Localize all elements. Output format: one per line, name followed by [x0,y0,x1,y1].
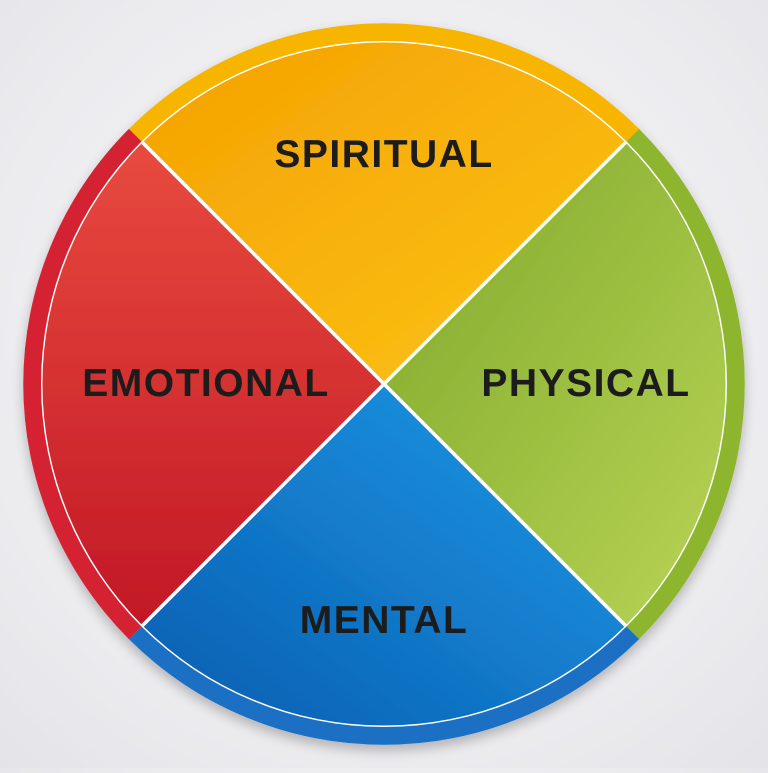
label-spiritual: SPIRITUAL [274,133,493,176]
divider-diagonal-b [141,141,627,627]
segment-emotional [42,142,384,626]
segment-physical [384,142,726,626]
wheel-body [23,23,745,745]
segment-spiritual [142,42,626,385]
segment-mental [142,384,626,726]
label-mental: MENTAL [300,599,469,642]
label-physical: PHYSICAL [481,362,690,405]
label-emotional: EMOTIONAL [82,362,329,405]
